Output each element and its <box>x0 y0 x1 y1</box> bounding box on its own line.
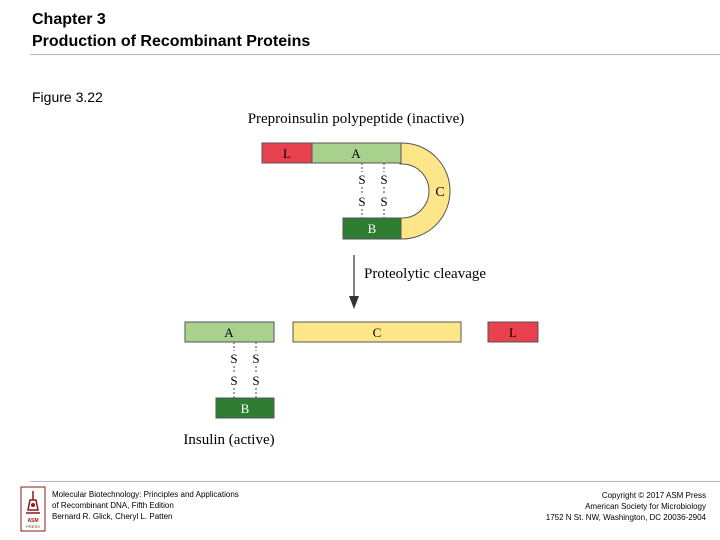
footer-divider <box>30 481 720 482</box>
header-divider <box>30 54 720 55</box>
sulfur-label: S <box>252 351 259 366</box>
c-peptide-loop-label: C <box>435 185 444 200</box>
l-segment-bottom <box>487 321 539 343</box>
footer-book-title: Molecular Biotechnology: Principles and … <box>52 490 239 499</box>
proteolytic-cleavage-label: Proteolytic cleavage <box>364 266 486 282</box>
sulfur-label: S <box>358 194 365 209</box>
footer-copyright-line: Copyright © 2017 ASM Press <box>601 491 706 500</box>
cleavage-arrow <box>349 255 359 309</box>
chapter-number: Chapter 3 <box>32 11 106 28</box>
svg-text:PRESS: PRESS <box>26 524 40 529</box>
sulfur-label: S <box>252 373 259 388</box>
l-segment-bottom-label: L <box>509 325 517 340</box>
sulfur-label: S <box>358 172 365 187</box>
asm-press-logo-icon: ASM PRESS <box>20 486 46 532</box>
c-peptide-loop <box>399 142 451 240</box>
footer-address: 1752 N St. NW, Washington, DC 20036-2904 <box>545 513 706 522</box>
footer-edition: of Recombinant DNA, Fifth Edition <box>52 501 174 510</box>
b-chain-top <box>342 217 402 240</box>
footer-authors: Bernard R. Glick, Cheryl L. Patten <box>52 512 173 521</box>
svg-text:ASM: ASM <box>27 518 38 524</box>
footer-citation: Molecular Biotechnology: Principles and … <box>52 489 292 522</box>
insulin-active-title: Insulin (active) <box>183 432 274 448</box>
figure-label: Figure 3.22 <box>32 89 103 105</box>
b-chain-bottom-label: B <box>241 401 250 416</box>
c-peptide-bottom-label: C <box>373 325 382 340</box>
c-peptide-bottom <box>292 321 462 343</box>
b-chain-bottom <box>215 397 275 419</box>
sulfur-label: S <box>380 172 387 187</box>
footer-copyright: Copyright © 2017 ASM Press American Soci… <box>480 490 706 523</box>
b-chain-top-label: B <box>368 221 377 236</box>
sulfur-label: S <box>230 373 237 388</box>
sulfur-label: S <box>380 194 387 209</box>
sulfur-label: S <box>230 351 237 366</box>
l-segment-top-label: L <box>283 146 291 161</box>
chapter-title: Production of Recombinant Proteins <box>32 33 311 50</box>
a-chain-bottom <box>184 321 275 343</box>
preproinsulin-title: Preproinsulin polypeptide (inactive) <box>248 111 465 127</box>
disulfide-bonds-bottom: S S S S <box>230 342 260 398</box>
insulin-processing-diagram: Preproinsulin polypeptide (inactive) C L… <box>183 111 539 448</box>
a-chain-bottom-label: A <box>224 325 234 340</box>
a-chain-top <box>311 142 402 164</box>
a-chain-top-label: A <box>351 146 361 161</box>
footer-publisher: American Society for Microbiology <box>585 502 706 511</box>
disulfide-bonds-top: S S S S <box>358 163 388 218</box>
